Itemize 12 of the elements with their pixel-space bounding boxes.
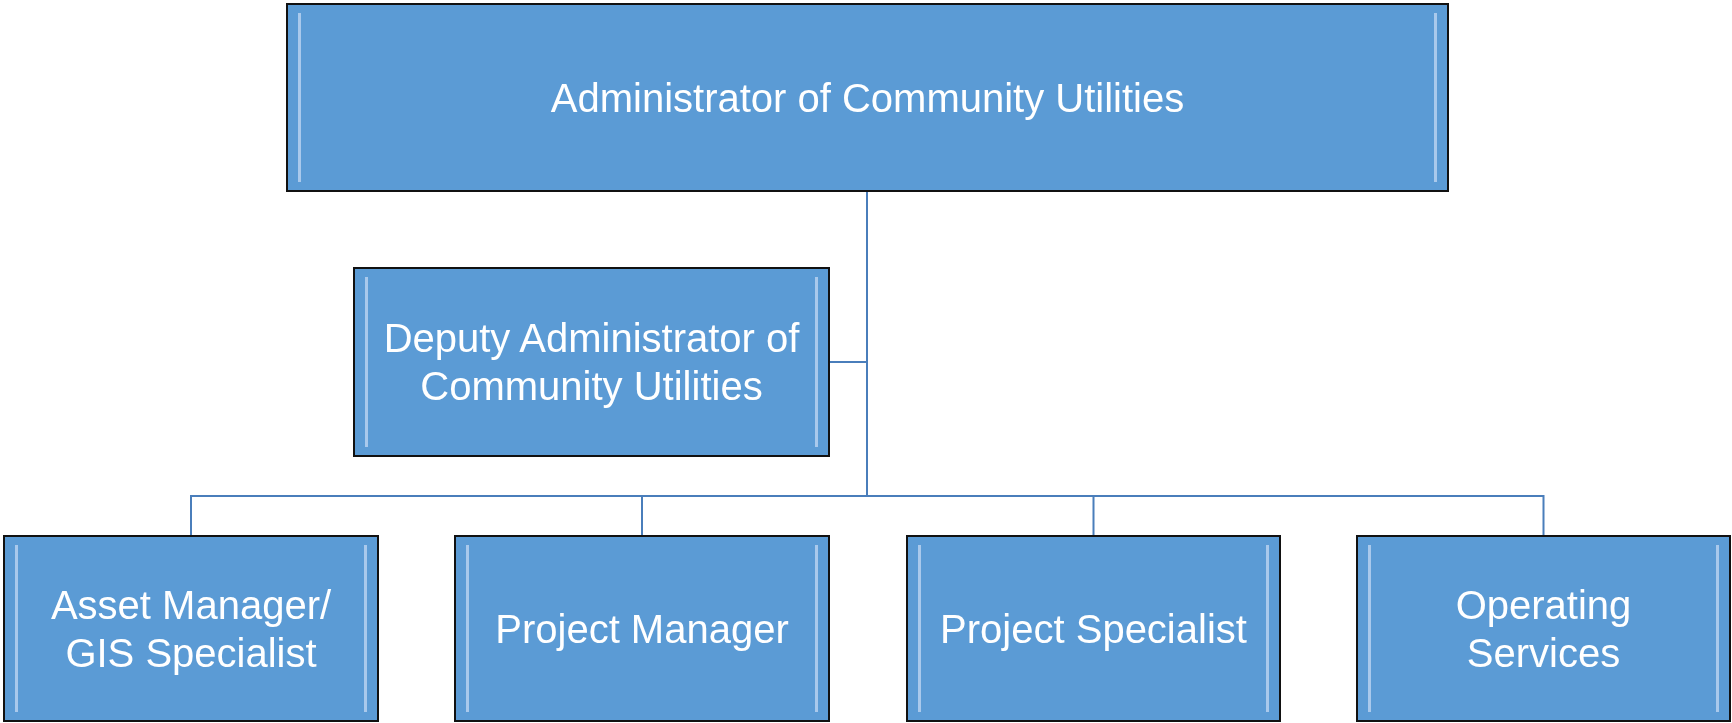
role-title: Operating Services bbox=[1454, 581, 1633, 677]
org-box bbox=[353, 267, 830, 457]
org-box bbox=[286, 3, 1449, 192]
org-box bbox=[906, 535, 1281, 722]
org-box bbox=[3, 535, 379, 722]
role-title: Project Manager bbox=[495, 605, 789, 653]
org-box bbox=[454, 535, 830, 722]
role-title: Administrator of Community Utilities bbox=[550, 74, 1185, 122]
role-title: Project Specialist bbox=[940, 605, 1247, 653]
org-box bbox=[1356, 535, 1731, 722]
role-title: Asset Manager/ GIS Specialist bbox=[49, 581, 333, 677]
role-title: Deputy Administrator of Community Utilities bbox=[382, 315, 801, 410]
